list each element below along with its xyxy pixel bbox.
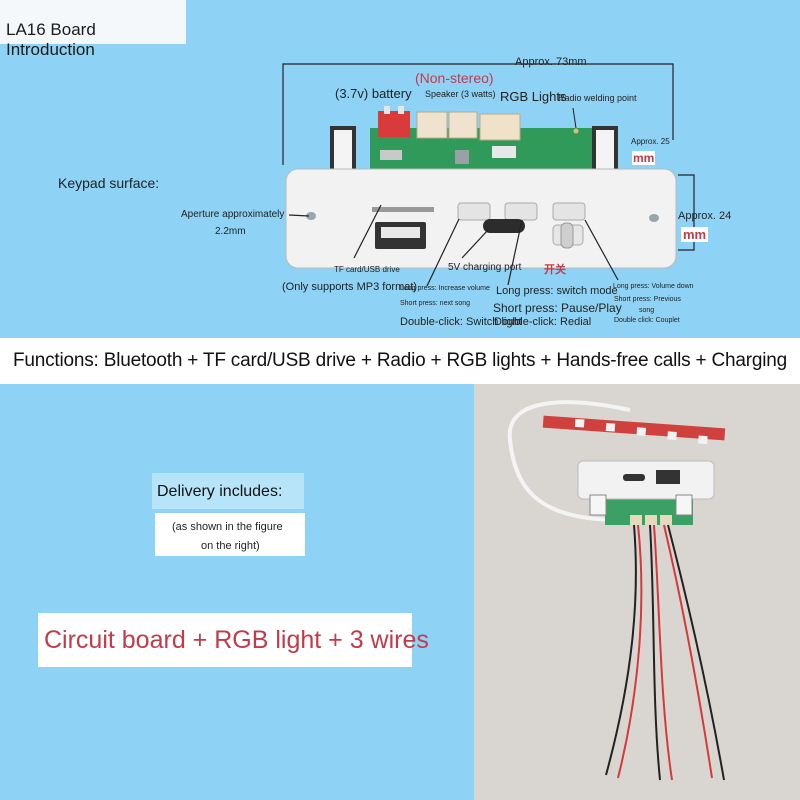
typec-port [483,219,525,233]
right-standoff [592,126,618,176]
btn1-short-label: Short press: next song [400,300,471,307]
btn2-short-label: Short press: Pause/Play [493,301,622,315]
delivery-note-box [155,513,305,556]
tf-usb-label: TF card/USB drive [334,265,400,274]
title-box: LA16 Board Introduction [0,0,186,59]
depth-label: Approx. 24 [678,210,732,222]
button-prev [552,202,586,221]
height-label: Approx. 25 [631,137,670,146]
speaker-connector [416,111,448,139]
button-play [504,202,538,221]
depth-unit: mm [681,227,709,242]
delivery-note-line2: on the right) [201,540,260,552]
aperture-size: 2.2mm [215,226,246,237]
height-unit: mm [632,151,656,165]
switch-label: 开关 [544,263,566,276]
functions-text: Functions: Bluetooth + TF card/USB drive… [12,350,788,371]
charging-port-label: 5V charging port [448,262,522,273]
btn2-long-label: Long press: switch mode [496,285,618,297]
button-next [457,202,491,221]
width-label: Approx. 73mm [515,56,587,68]
battery-label: (3.7v) battery [335,86,412,101]
functions-banner: Functions: Bluetooth + TF card/USB drive… [0,338,800,384]
mp3-only-label: (Only supports MP3 format) [282,281,418,293]
battery-connector [378,111,410,137]
mini-board-panel [577,460,715,500]
product-photo-illustration [474,384,800,800]
delivery-note-line1: (as shown in the figure [172,521,283,533]
board-diagram [282,63,695,287]
btn3-long-label: Long press: Volume down [613,283,694,290]
btn1-long-label: Long press: Increase volume [400,285,490,292]
rgb-lights-label: RGB Lights [500,89,567,104]
delivery-heading: Delivery includes: [157,483,283,500]
btn3-short-label: Short press: Previous [614,296,681,303]
btn2-double-label: Double-click: Redial [494,316,592,328]
keypad-surface-label: Keypad surface: [58,175,160,191]
left-standoff [330,126,356,176]
height-dimension-line [678,174,695,251]
rgb-strip [542,415,726,441]
radio-weld-label: Radio welding point [558,93,637,103]
width-dimension-line [282,63,674,165]
speaker-label: Speaker (3 watts) [425,89,496,99]
aperture-label: Aperture approximately [181,209,285,220]
delivery-contents-box [38,613,412,667]
delivery-contents: Circuit board + RGB light + 3 wires [44,626,429,654]
product-photo [474,384,800,800]
delivery-heading-box [152,473,304,509]
btn1-double-label: Double-click: Switch light [400,316,522,328]
btn3-double-label: Double click: Couplet [614,317,680,324]
non-stereo-label: (Non-stereo) [415,70,494,86]
btn3-short-label-cont: song [639,307,655,314]
page-title: LA16 Board Introduction [6,20,96,59]
rgb-connector [479,113,521,141]
